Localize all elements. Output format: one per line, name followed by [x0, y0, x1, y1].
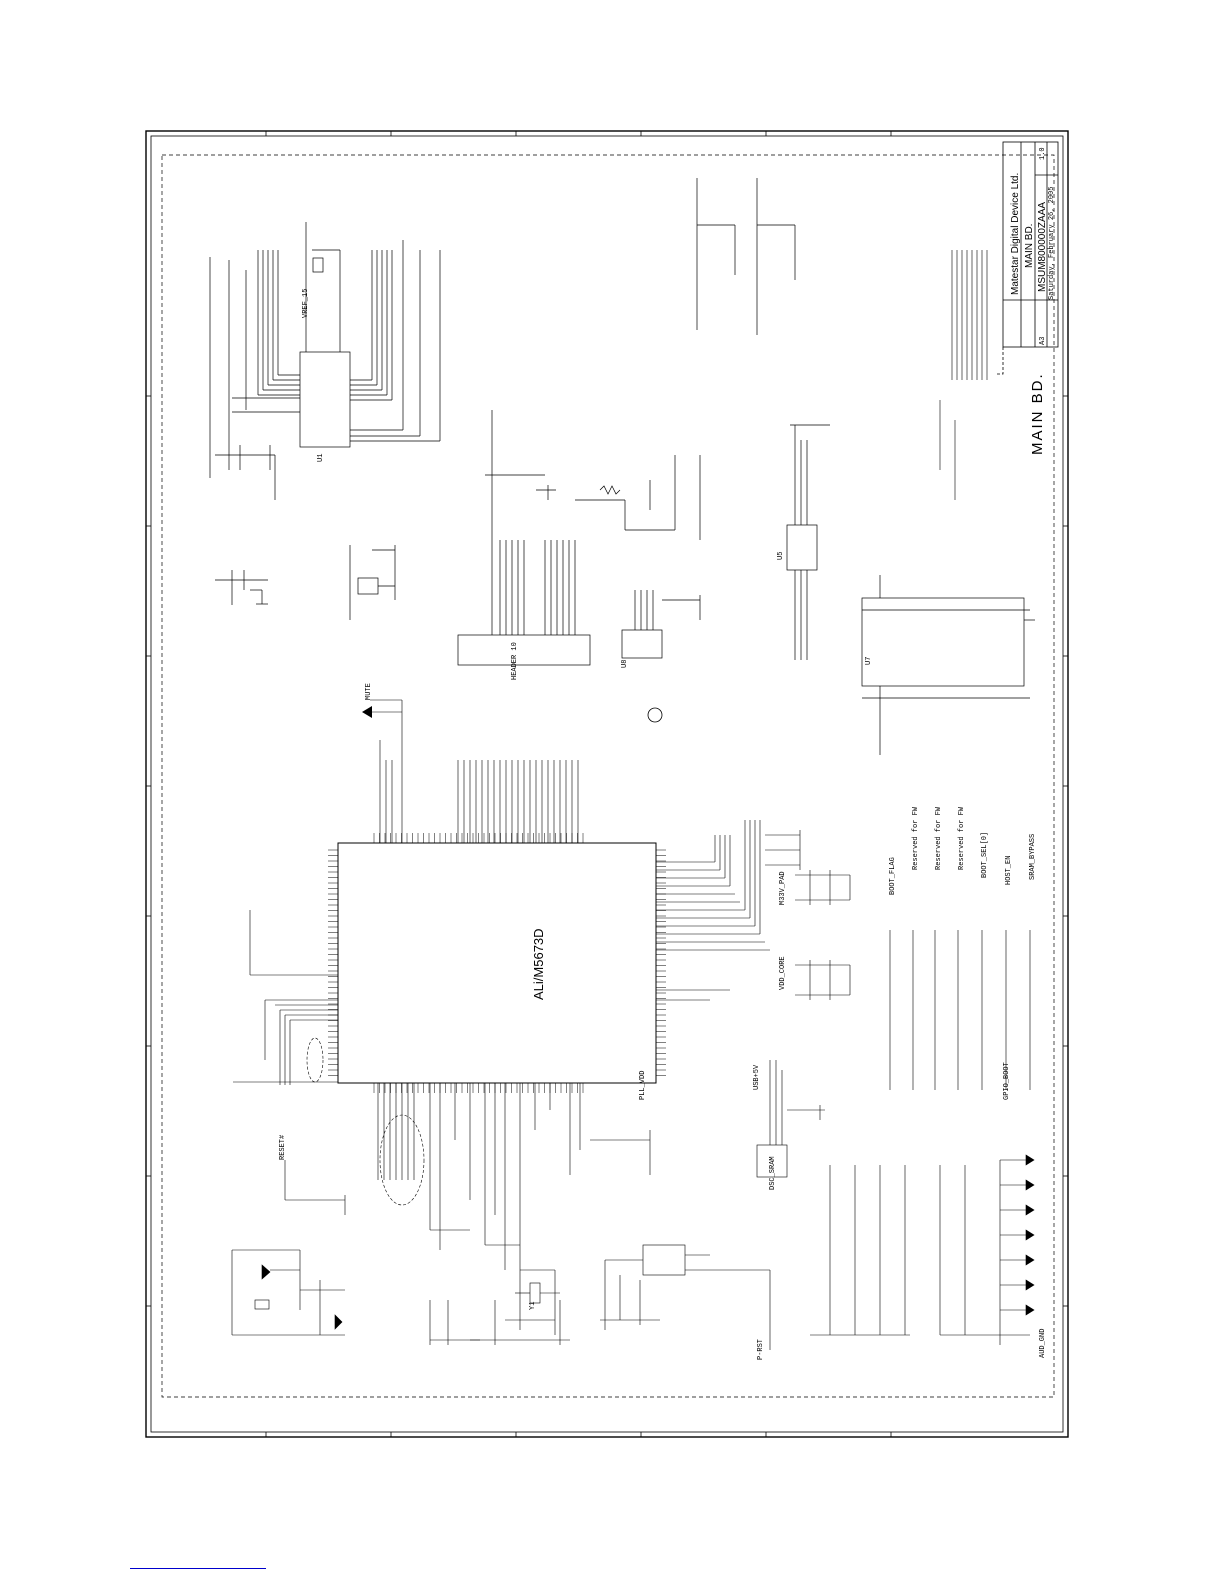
soc-pins — [328, 833, 666, 1093]
title-board: MAIN BD. — [1024, 223, 1035, 268]
header-connector — [457, 410, 591, 666]
note-boot-flag: BOOT_FLAG — [889, 857, 897, 895]
main-soc — [337, 842, 657, 1084]
footer-link-underline[interactable] — [130, 1568, 266, 1569]
title-size: A3 — [1039, 336, 1047, 345]
title-date: Saturday, February 26, 2005 — [1048, 186, 1056, 300]
audio-codec-block — [209, 222, 441, 500]
inner-frame — [150, 135, 1064, 1433]
sdram-ref: U7 — [865, 656, 873, 665]
note-host: HOST_EN — [1005, 855, 1013, 885]
reset-circuit — [231, 1160, 346, 1336]
fiducial-mark — [647, 707, 663, 723]
codec-ref: U1 — [317, 453, 325, 462]
note-fw2: Reserved for FW — [935, 806, 943, 870]
mute-diode — [362, 706, 372, 718]
soc-bottom-buses — [377, 1083, 651, 1335]
soc-left-buses — [233, 910, 338, 1085]
title-block — [997, 141, 1059, 375]
net-vdd-core: VDD_CORE — [779, 956, 787, 990]
net-usb: USB+5V — [753, 1064, 761, 1090]
sdram-block — [861, 575, 1035, 755]
net-mute: MUTE — [365, 683, 373, 700]
flash-block — [621, 590, 701, 659]
note-fw3: Reserved for FW — [958, 806, 966, 870]
board-label: MAIN BD. — [1029, 372, 1046, 455]
net-m33v: M33V_PAD — [779, 871, 787, 905]
net-vref: VREF_15 — [302, 288, 310, 318]
main-soc-label: ALi/M5673D — [531, 928, 546, 1000]
title-revision: 1.0 — [1039, 147, 1047, 160]
vga-block — [786, 424, 830, 660]
note-boot: BOOT_SEL[0] — [981, 831, 989, 878]
net-gpio-boot: GPIO_BOOT — [1003, 1062, 1011, 1100]
title-company: Matestar Digital Device Ltd. — [1010, 172, 1021, 295]
net-reset: RESET# — [279, 1134, 287, 1160]
rc-filters — [696, 178, 796, 335]
dashed-area — [161, 154, 1055, 1398]
frame-ticks — [146, 131, 1068, 1437]
highlight-ellipse-2 — [306, 1037, 324, 1083]
flash-ref: U8 — [621, 659, 629, 668]
crystal-circuit — [429, 1282, 570, 1345]
title-doc-number: MSUM800000ZAAA — [1037, 201, 1048, 292]
net-header: HEADER 10 — [511, 642, 519, 680]
regulator-block — [215, 545, 396, 620]
net-pll-vdd: PLL_VDD — [639, 1070, 647, 1100]
power-ferrites — [810, 1154, 1035, 1345]
net-pw-rst: P-RST — [757, 1338, 765, 1360]
usb-connector — [756, 1060, 825, 1178]
vga-ref: U5 — [777, 551, 785, 560]
right-connector — [939, 250, 988, 500]
usb-regulator — [600, 1244, 771, 1350]
gpio-straps — [889, 930, 1031, 1090]
net-aud-gnd: AUD_GND — [1039, 1328, 1047, 1358]
highlight-ellipse-1 — [379, 1114, 425, 1206]
note-fw1: Reserved for FW — [912, 806, 920, 870]
note-sram: SRAM_BYPASS — [1029, 833, 1037, 880]
outer-frame — [145, 130, 1069, 1438]
soc-top-buses — [370, 699, 579, 843]
mute-circuit — [575, 455, 701, 540]
crystal-ref: Y1 — [529, 1301, 537, 1310]
soc-right-buses — [656, 820, 801, 1001]
decoupling-caps — [795, 870, 851, 1000]
net-dsc: DSC_SRAM — [769, 1156, 777, 1190]
